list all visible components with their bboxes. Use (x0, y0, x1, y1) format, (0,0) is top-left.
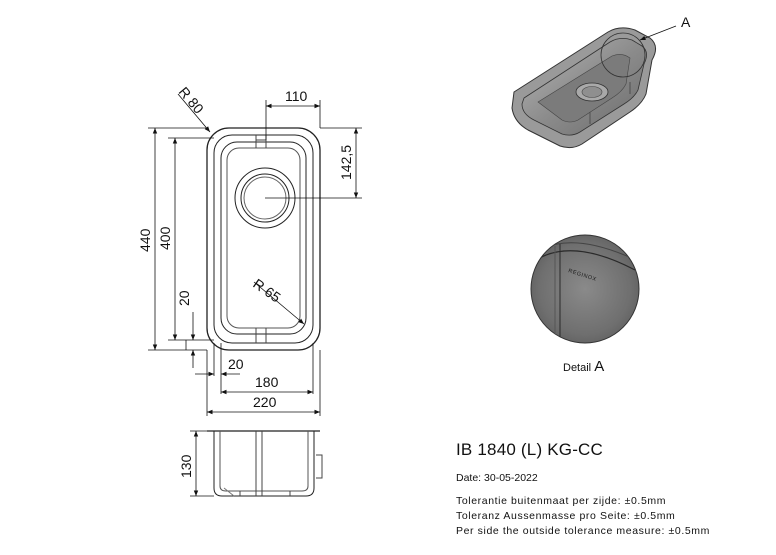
tolerance-line-nl: Tolerantie buitenmaat per zijde: ±0.5mm (456, 495, 667, 507)
dim-offset-bottom: 20 (176, 290, 192, 306)
overflow-slot-bottom (255, 328, 267, 343)
dim-height-inner: 400 (157, 226, 173, 250)
side-view (207, 430, 323, 497)
dim-radius-inner: R 65 (250, 275, 284, 305)
dim-height-total: 440 (137, 228, 153, 252)
title-block: IB 1840 (L) KG-CC Date: 30-05-2022 Toler… (456, 440, 772, 539)
iso-detail-circle (600, 32, 646, 78)
side-bowl-inner (219, 431, 309, 492)
iso-view (511, 25, 677, 149)
plan-view (206, 127, 321, 351)
dim-offset-side: 20 (228, 356, 244, 372)
side-dimension-lines (190, 430, 214, 497)
plan-dimension-labels: R 80 110 142,5 440 400 20 R 65 20 180 22… (137, 84, 354, 410)
detail-caption-prefix: Detail (563, 362, 592, 374)
side-bowl-outline (213, 431, 315, 497)
detail-a-leader (639, 25, 677, 41)
dim-radius-outer: R 80 (176, 84, 207, 117)
product-title: IB 1840 (L) KG-CC (456, 440, 604, 459)
dim-height-drain: 142,5 (338, 145, 354, 180)
bowl-inner-outline (226, 147, 301, 329)
detail-a-view: REGINOX (530, 234, 640, 344)
plan-dimension-lines (148, 93, 362, 416)
dim-width-inner: 180 (255, 374, 279, 390)
sink-outer-outline (206, 127, 321, 351)
tolerance-line-en: Per side the outside tolerance measure: … (456, 525, 710, 537)
dim-width-total: 220 (253, 394, 277, 410)
detail-caption: Detail A (563, 358, 604, 375)
detail-callout-letter: A (681, 14, 691, 30)
drawing-date: Date: 30-05-2022 (456, 472, 538, 484)
dim-width-top: 110 (285, 88, 308, 104)
sink-rim-outline (213, 134, 314, 344)
dim-depth: 130 (178, 454, 194, 478)
detail-caption-letter: A (594, 358, 605, 375)
tolerance-line-de: Toleranz Aussenmasse pro Seite: ±0.5mm (456, 510, 676, 522)
bowl-outline (220, 141, 307, 335)
